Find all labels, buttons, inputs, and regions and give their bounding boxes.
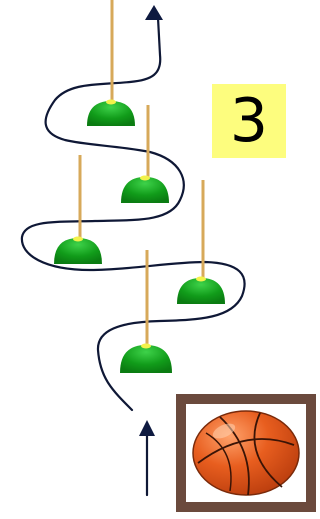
cone [54, 237, 102, 265]
basketball-icon [190, 407, 302, 499]
ball-image-frame [176, 394, 316, 512]
cone [121, 176, 169, 204]
cone [87, 100, 135, 127]
step-badge: 3 [212, 84, 286, 158]
cone [120, 344, 172, 374]
arrow-up-icon [139, 420, 155, 436]
cone [177, 277, 225, 305]
step-number: 3 [230, 91, 268, 151]
arrow-up-icon [145, 5, 163, 20]
